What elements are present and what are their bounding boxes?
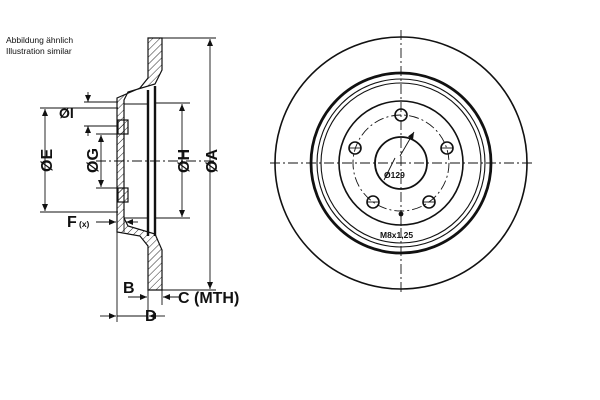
pcd-label: Ø129	[384, 170, 405, 180]
label-B: B	[123, 280, 135, 297]
label-F-suffix: (x)	[79, 219, 90, 229]
section-view: ØI ØE ØG ØH ØA F (x)	[39, 37, 239, 325]
label-phi-E: ØE	[39, 149, 56, 172]
label-phi-A: ØA	[204, 149, 221, 173]
label-phi-H: ØH	[176, 149, 193, 173]
front-view: Ø129 M8x1,25	[270, 30, 532, 294]
bolt-hole-lower	[117, 187, 129, 203]
thread-label: M8x1,25	[380, 230, 413, 240]
bolt-hole-upper	[117, 119, 129, 135]
pcd-leader	[383, 157, 396, 181]
label-C: C (MTH)	[178, 290, 239, 307]
label-F: F	[67, 214, 77, 231]
label-phi-G: ØG	[85, 148, 102, 173]
bolt-holes	[348, 108, 454, 209]
label-D: D	[145, 308, 157, 325]
friction-ring-section	[116, 37, 163, 291]
note-abbildung: Abbildung ähnlich	[6, 35, 73, 45]
note-illustration: Illustration similar	[6, 46, 72, 56]
pcd-arrow	[399, 131, 415, 157]
bolt-hole-1	[394, 108, 408, 122]
label-phi-I: ØI	[59, 105, 74, 121]
